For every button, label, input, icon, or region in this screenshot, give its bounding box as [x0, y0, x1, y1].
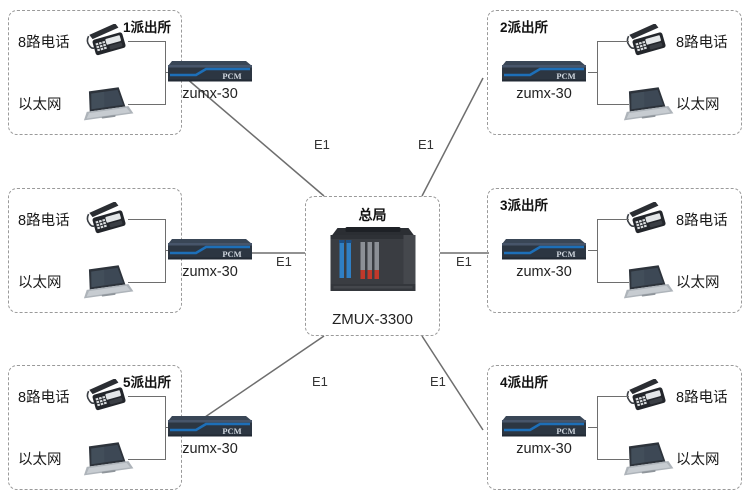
wire-laptop-5	[128, 459, 166, 461]
device-2[interactable]: PCM zumx-30	[500, 58, 588, 102]
wire-phone-3	[597, 219, 629, 221]
wire-device-3	[588, 250, 598, 252]
site-title-3: 3派出所	[500, 198, 549, 213]
endpoint-label-ethernet-4: 以太网	[676, 452, 720, 468]
device-caption-2: zumx-30	[516, 86, 572, 102]
desk-phone-icon	[84, 378, 132, 415]
laptop-icon	[620, 441, 674, 479]
endpoint-label-phone-3: 8路电话	[676, 213, 728, 229]
wire-phone-4	[597, 396, 629, 398]
device-4[interactable]: PCM zumx-30	[500, 413, 588, 457]
center-caption: ZMUX-3300	[332, 311, 413, 328]
endpoint-label-ethernet-1: 以太网	[18, 97, 62, 113]
endpoint-label-ethernet-3: 以太网	[676, 275, 720, 291]
site-box-4[interactable]: 4派出所	[487, 365, 742, 490]
wire-device-2	[588, 72, 598, 74]
site-title-5: 5派出所	[122, 375, 171, 390]
desk-phone-icon	[624, 378, 672, 415]
device-caption-5: zumx-30	[182, 441, 238, 457]
wire-phone-1	[128, 41, 166, 43]
link-label-site-5: E1	[312, 374, 328, 389]
endpoint-label-ethernet-2: 以太网	[676, 97, 720, 113]
wire-phone-2	[597, 41, 629, 43]
device-caption-3: zumx-30	[516, 264, 572, 280]
wire-phone-5	[128, 396, 166, 398]
link-label-site-1: E1	[314, 137, 330, 152]
link-label-site-middle-left: E1	[276, 254, 292, 269]
endpoint-label-phone-middle-left: 8路电话	[18, 213, 70, 229]
endpoint-label-phone-4: 8路电话	[676, 390, 728, 406]
link-label-site-2: E1	[418, 137, 434, 152]
endpoint-label-ethernet-5: 以太网	[18, 452, 62, 468]
laptop-icon	[80, 86, 134, 124]
device-caption-4: zumx-30	[516, 441, 572, 457]
device-middle-left[interactable]: PCM zumx-30	[166, 236, 254, 280]
wire-laptop-2	[597, 104, 629, 106]
device-5[interactable]: PCM zumx-30	[166, 413, 254, 457]
laptop-icon	[620, 264, 674, 302]
wire-laptop-4	[597, 459, 629, 461]
device-caption-1: zumx-30	[182, 86, 238, 102]
site-title-1: 1派出所	[122, 20, 171, 35]
desk-phone-icon	[624, 23, 672, 60]
desk-phone-icon	[624, 201, 672, 238]
wire-device-4	[588, 427, 598, 429]
laptop-icon	[80, 441, 134, 479]
desk-phone-icon	[84, 201, 132, 238]
svg-text:PCM: PCM	[556, 249, 575, 259]
wire-phone-middle-left	[128, 219, 166, 221]
site-title-2: 2派出所	[500, 20, 549, 35]
device-3[interactable]: PCM zumx-30	[500, 236, 588, 280]
endpoint-label-phone-1: 8路电话	[18, 35, 70, 51]
svg-text:PCM: PCM	[222, 71, 241, 81]
link-label-site-4: E1	[430, 374, 446, 389]
endpoint-label-phone-2: 8路电话	[676, 35, 728, 51]
center-title: 总局	[358, 207, 387, 223]
svg-text:PCM: PCM	[222, 249, 241, 259]
rack-chassis-icon	[325, 226, 420, 298]
svg-text:PCM: PCM	[556, 71, 575, 81]
laptop-icon	[620, 86, 674, 124]
endpoint-label-phone-5: 8路电话	[18, 390, 70, 406]
desk-phone-icon	[84, 23, 132, 60]
site-box-2[interactable]: 2派出所	[487, 10, 742, 135]
endpoint-label-ethernet-middle-left: 以太网	[18, 275, 62, 291]
site-title-4: 4派出所	[500, 375, 549, 390]
device-caption-middle-left: zumx-30	[182, 264, 238, 280]
link-label-site-3: E1	[456, 254, 472, 269]
svg-text:PCM: PCM	[556, 426, 575, 436]
wire-laptop-middle-left	[128, 282, 166, 284]
device-1[interactable]: PCM zumx-30	[166, 58, 254, 102]
laptop-icon	[80, 264, 134, 302]
wire-laptop-3	[597, 282, 629, 284]
svg-text:PCM: PCM	[222, 426, 241, 436]
site-box-3[interactable]: 3派出所	[487, 188, 742, 313]
wire-laptop-1	[128, 104, 166, 106]
center-node-box[interactable]: 总局	[305, 196, 440, 336]
